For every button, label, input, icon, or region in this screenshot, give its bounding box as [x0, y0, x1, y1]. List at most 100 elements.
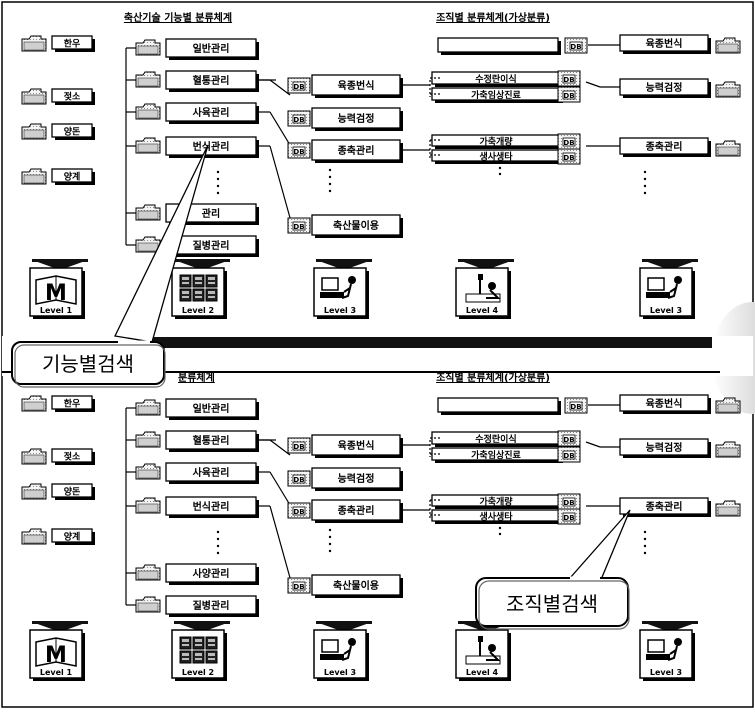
species-box-1[interactable]: 한우: [52, 396, 95, 412]
svg-text:DB: DB: [570, 403, 581, 411]
function-box-6-label: 질병관리: [193, 599, 230, 612]
org-box-blank[interactable]: [438, 398, 561, 415]
database-icon: DB: [288, 471, 310, 486]
org-right-box-1[interactable]: 육종번식: [620, 395, 711, 414]
org-box-5-label: 생사생타: [479, 511, 513, 523]
level-icon-2: Level 2: [172, 630, 227, 681]
org-box-2[interactable]: 수정란이식: [432, 72, 563, 87]
svg-text:DB: DB: [563, 139, 574, 147]
level-label: Level 2: [182, 306, 214, 315]
function-box-2[interactable]: 혈통관리: [166, 431, 259, 452]
org-box-5[interactable]: 생사생타: [432, 150, 563, 164]
function-box-6[interactable]: 질병관리: [166, 596, 259, 617]
svg-text:DB: DB: [293, 116, 304, 124]
level2-box-4[interactable]: 축산물이용: [312, 575, 403, 598]
svg-text:DB: DB: [563, 76, 574, 84]
function-box-4[interactable]: 번식관리: [166, 137, 259, 158]
database-icon: DB: [558, 509, 580, 524]
org-right-box-2[interactable]: 능력검정: [620, 439, 711, 458]
function-box-4-label: 번식관리: [193, 500, 230, 513]
level-icon-5: Level 3: [640, 630, 695, 681]
org-box-4[interactable]: 가축개량: [432, 495, 563, 509]
level-label: Level 2: [182, 668, 214, 677]
level2-box-1[interactable]: 육종번식: [312, 75, 403, 98]
database-icon: DB: [288, 143, 310, 158]
org-box-3-label: 가축임상진료: [471, 449, 521, 461]
level-label: Level 1: [40, 668, 73, 677]
level2-box-3[interactable]: 종축관리: [312, 140, 403, 163]
function-box-5[interactable]: 사양관리: [166, 564, 259, 585]
level2-box-4[interactable]: 축산물이용: [312, 215, 403, 238]
level2-box-2[interactable]: 능력검정: [312, 468, 403, 491]
level2-box-2[interactable]: 능력검정: [312, 108, 403, 131]
org-box-2[interactable]: 수정란이식: [432, 432, 563, 447]
function-box-4[interactable]: 번식관리: [166, 497, 259, 518]
book-icon: M: [36, 276, 76, 306]
org-box-4[interactable]: 가축개량: [432, 135, 563, 149]
svg-text:DB: DB: [563, 452, 574, 460]
level-icon-1: MLevel 1: [30, 630, 85, 681]
level-label: Level 4: [466, 668, 499, 677]
species-box-3-label: 양돈: [64, 126, 81, 138]
org-right-box-3[interactable]: 종축관리: [620, 138, 711, 157]
database-icon: DB: [288, 111, 310, 126]
svg-text:DB: DB: [293, 223, 304, 231]
species-box-4-label: 양계: [64, 171, 81, 183]
org-right-box-2-label: 능력검정: [646, 81, 683, 94]
org-right-box-1-label: 육종번식: [646, 37, 683, 50]
function-box-3[interactable]: 사육관리: [166, 463, 259, 484]
function-box-1[interactable]: 일반관리: [166, 39, 259, 60]
org-box-5-label: 생사생타: [479, 151, 513, 163]
database-icon: DB: [288, 218, 310, 233]
level-icon-3: Level 3: [314, 268, 369, 319]
function-box-3[interactable]: 사육관리: [166, 103, 259, 124]
level-icon-5: Level 3: [640, 268, 695, 319]
level2-box-1[interactable]: 육종번식: [312, 435, 403, 458]
org-tree-title: 조직별 분류체계(가상분류): [436, 371, 550, 384]
level-icon-4: Level 4: [456, 268, 511, 319]
svg-text:DB: DB: [293, 148, 304, 156]
org-box-5[interactable]: 생사생타: [432, 510, 563, 524]
species-box-4[interactable]: 양계: [52, 169, 95, 185]
species-box-2[interactable]: 젖소: [52, 89, 95, 105]
database-icon: DB: [558, 71, 580, 86]
species-box-1[interactable]: 한우: [52, 36, 95, 52]
svg-text:DB: DB: [293, 583, 304, 591]
org-box-3-label: 가축임상진료: [471, 89, 521, 101]
species-box-2[interactable]: 젖소: [52, 449, 95, 465]
species-box-4[interactable]: 양계: [52, 529, 95, 545]
database-icon: DB: [558, 149, 580, 164]
org-right-box-3-label: 종축관리: [646, 140, 683, 153]
species-box-1-label: 한우: [64, 38, 81, 50]
level-label: Level 3: [650, 668, 682, 677]
database-icon: DB: [288, 78, 310, 93]
org-right-box-3[interactable]: 종축관리: [620, 498, 711, 517]
level2-box-1-label: 육종번식: [338, 79, 375, 92]
book-icon: M: [36, 638, 76, 668]
org-right-box-1[interactable]: 육종번식: [620, 35, 711, 54]
function-box-2-label: 혈통관리: [193, 434, 230, 447]
database-icon: DB: [565, 398, 587, 413]
org-box-3[interactable]: 가축임상진료: [432, 448, 563, 463]
org-box-3[interactable]: 가축임상진료: [432, 88, 563, 103]
species-box-4-label: 양계: [64, 531, 81, 543]
level2-box-3[interactable]: 종축관리: [312, 500, 403, 523]
species-box-3[interactable]: 양돈: [52, 124, 95, 140]
function-box-2[interactable]: 혈통관리: [166, 71, 259, 92]
level-icon-4: Level 4: [456, 630, 511, 681]
level-label: Level 3: [324, 668, 356, 677]
svg-text:DB: DB: [563, 436, 574, 444]
function-box-2-label: 혈통관리: [193, 74, 230, 87]
function-box-3-label: 사육관리: [193, 106, 230, 119]
level2-box-2-label: 능력검정: [338, 112, 375, 125]
org-search-label: 조직별검색: [506, 592, 598, 616]
level-icon-3: Level 3: [314, 630, 369, 681]
org-right-box-2[interactable]: 능력검정: [620, 79, 711, 98]
org-box-blank[interactable]: [438, 38, 561, 55]
svg-text:DB: DB: [293, 83, 304, 91]
database-icon: DB: [558, 447, 580, 462]
function-search-label: 기능별검색: [42, 352, 134, 376]
species-box-3[interactable]: 양돈: [52, 484, 95, 500]
function-box-1[interactable]: 일반관리: [166, 399, 259, 420]
